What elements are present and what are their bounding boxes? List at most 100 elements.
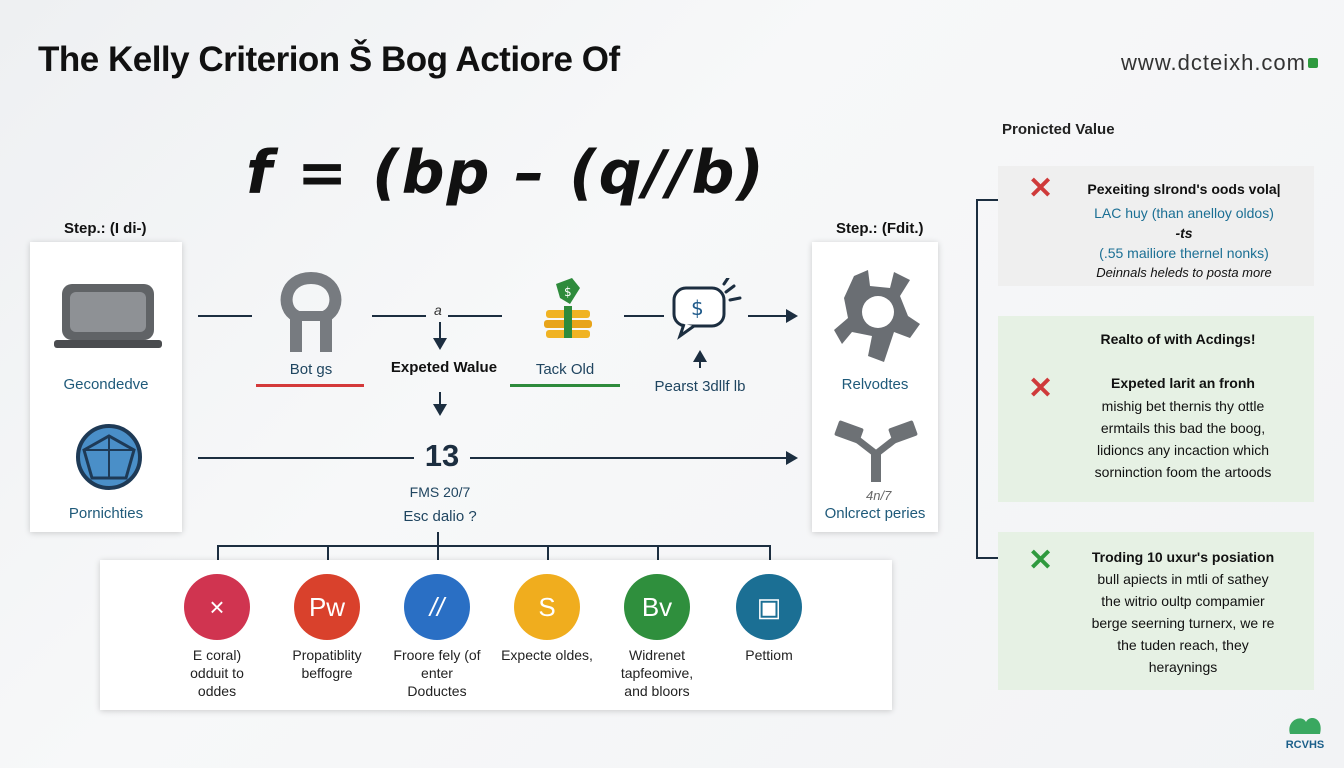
bottom-item-label-4: Expecte oldes, <box>501 647 593 663</box>
left-step-label: Step.: (I di-) <box>64 220 147 237</box>
panel1-line-3: -ts <box>1175 225 1193 241</box>
node-label-3: Tack Old <box>535 361 595 378</box>
center-value: 13 <box>424 438 460 473</box>
node2-vline-mid <box>439 392 441 406</box>
center-line-left <box>198 457 414 459</box>
check-cross-icon: ✕ <box>1028 544 1054 577</box>
bracket-drop-1 <box>217 545 219 563</box>
panel1-line-4: (.55 mailiore thernel nonks) <box>1099 245 1269 261</box>
right-step-label: Step.: (Fdit.) <box>836 220 924 237</box>
node4-vline <box>699 360 701 368</box>
node2-vline-top <box>439 322 441 340</box>
panel2-line-3: ermtails this bad the boog, <box>1100 420 1266 436</box>
pw-circle-icon: Pw <box>294 574 360 640</box>
corner-logo: RCVHS <box>1280 714 1330 758</box>
panel3-line-5: the tuden reach, they <box>1117 637 1249 653</box>
node-underline-red <box>256 384 364 387</box>
page-title: The Kelly Criterion Š Bog Actiore Of <box>38 40 620 79</box>
flow-line-4 <box>624 315 664 317</box>
bracket-drop-5 <box>657 545 659 563</box>
predicted-panel-2: Realto of with Acdings! ✕ Expeted larit … <box>998 316 1314 502</box>
panel1-line-5: Deinnals heleds to posta more <box>1096 265 1272 280</box>
node-label-4: Pearst 3dllf lb <box>654 378 746 395</box>
node4-arrow-up <box>693 350 707 362</box>
panel3-line-3: the witrio oultp compamier <box>1101 593 1265 609</box>
panels-bracket-bottom <box>976 557 1018 559</box>
kelly-formula: f = (bp – (q//b) <box>246 138 766 208</box>
panels-bracket-vline <box>976 199 978 559</box>
url-dot-icon <box>1308 58 1318 68</box>
bottom-item-5[interactable]: Bv <box>624 574 690 640</box>
box-circle-icon: ▣ <box>736 574 802 640</box>
center-sub-1: FMS 20/7 <box>409 484 471 500</box>
bottom-item-label-5: Widrenet tapfeomive, and bloors <box>620 647 694 699</box>
right-card: Relvodtes 4n/7 Onlcrect peries <box>812 242 938 532</box>
bottom-item-6[interactable]: ▣ <box>736 574 802 640</box>
svg-text:$: $ <box>691 296 704 320</box>
bet-icon <box>280 272 342 352</box>
cross-icon: ✕ <box>1028 172 1054 205</box>
bottom-item-label-2: Propatiblity beffogre <box>292 647 362 681</box>
node-small-a: a <box>434 302 442 318</box>
bottom-item-1[interactable]: × <box>184 574 250 640</box>
left-card-label-2: Pornichties <box>68 505 144 522</box>
predicted-heading: Pronicted Value <box>1002 121 1115 138</box>
flow-line-3 <box>448 315 502 317</box>
bracket-drop-4 <box>547 545 549 563</box>
globe-icon <box>76 424 142 490</box>
predicted-panel-1: ✕ Pexeiting slrond's oods vola| LAC huy … <box>998 166 1314 286</box>
bracket-drop-3 <box>437 532 439 563</box>
tree-logo-icon <box>1289 718 1321 734</box>
panel1-line-2: LAC huy (than anelloy oldos) <box>1094 205 1274 221</box>
panel2-line-2: mishig bet thernis thy ottle <box>1101 398 1265 414</box>
panel2-line-5: sorninction foom the artoods <box>1094 464 1272 480</box>
panel3-line-2: bull apiects in mtli of sathey <box>1097 571 1269 587</box>
panel2-line-4: lidioncs any incaction which <box>1097 442 1269 458</box>
node-label-2: Expeted Walue <box>390 359 498 376</box>
bv-circle-icon: Bv <box>624 574 690 640</box>
bracket-drop-6 <box>769 545 771 563</box>
gear-icon <box>834 270 920 362</box>
predicted-panel-3: ✕ Troding 10 uxur's posiation bull apiec… <box>998 532 1314 690</box>
connector-icon <box>834 420 918 482</box>
flow-line-2 <box>372 315 426 317</box>
flow-arrow-right <box>786 309 798 323</box>
bottom-item-4[interactable]: S <box>514 574 580 640</box>
panel1-line-1: Pexeiting slrond's oods vola| <box>1087 181 1281 197</box>
bottom-item-label-3: Froore fely (of enter Doductes <box>393 647 481 699</box>
bottom-item-label-6: Pettiom <box>745 647 793 663</box>
panel3-line-4: berge seerning turnerx, we re <box>1091 615 1275 631</box>
bottom-panel: × E coral) odduit to oddes Pw Propatibli… <box>100 560 892 710</box>
svg-text:$: $ <box>564 285 572 299</box>
right-card-label-2: Onlcrect peries <box>824 505 926 522</box>
bottom-item-2[interactable]: Pw <box>294 574 360 640</box>
node-underline-green <box>510 384 620 387</box>
flow-line-5 <box>748 315 788 317</box>
slash-circle-icon: // <box>404 574 470 640</box>
bottom-item-3[interactable]: // <box>404 574 470 640</box>
left-card-label-1: Gecondedve <box>63 376 149 393</box>
node2-arrow-down-mid <box>433 404 447 416</box>
cross-icon: ✕ <box>1028 372 1054 405</box>
bottom-bracket-line <box>217 545 771 547</box>
right-card-label-1: Relvodtes <box>841 376 909 393</box>
laptop-icon <box>54 284 162 348</box>
dollar-chat-icon: $ <box>672 278 742 340</box>
close-circle-icon: × <box>184 574 250 640</box>
node2-arrow-down-top <box>433 338 447 350</box>
panel3-line-1: Troding 10 uxur's posiation <box>1091 549 1275 565</box>
site-url[interactable]: www.dcteixh.com <box>1121 50 1306 75</box>
center-sub-2: Esc dalio ? <box>403 508 477 525</box>
panel2-heading: Realto of with Acdings! <box>1100 331 1256 347</box>
money-stack-icon: $ <box>544 278 592 338</box>
center-arrow-right <box>786 451 798 465</box>
right-card-small: 4n/7 <box>866 488 892 503</box>
panel3-line-6: heraynings <box>1148 659 1218 675</box>
panels-bracket-top <box>976 199 1018 201</box>
bracket-drop-2 <box>327 545 329 563</box>
s-circle-icon: S <box>514 574 580 640</box>
node-label-1: Bot gs <box>289 361 333 378</box>
corner-logo-text: RCVHS <box>1285 739 1325 751</box>
flow-line-1 <box>198 315 252 317</box>
left-card: Gecondedve Pornichties <box>30 242 182 532</box>
